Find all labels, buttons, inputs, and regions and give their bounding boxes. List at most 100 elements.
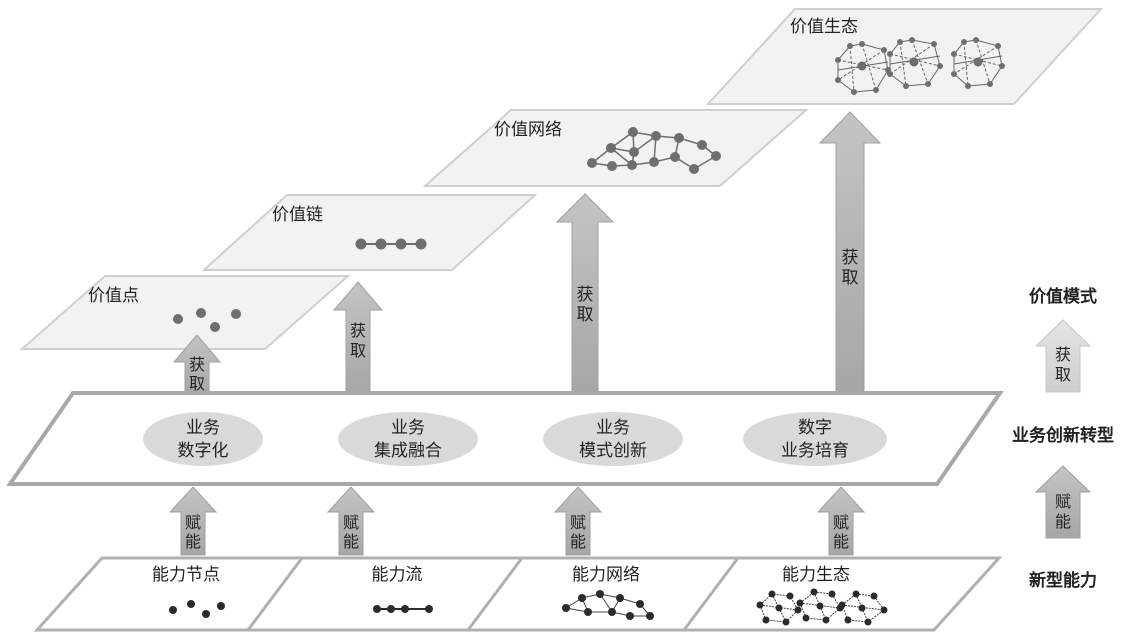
value-network-label: 价值网络 <box>494 120 562 140</box>
node <box>587 158 597 168</box>
node <box>674 133 684 143</box>
value-plane-point: 价值点 <box>19 275 351 350</box>
value-plane-network: 价值网络 <box>422 109 809 187</box>
value-chain-panel <box>201 194 538 271</box>
transformation-line2: 数字化 <box>178 441 229 461</box>
legend-empower-arrow: 赋 能 <box>1034 465 1092 539</box>
node <box>606 143 616 153</box>
acquire-label-top: 获 <box>842 248 859 268</box>
transformation-line2: 集成融合 <box>374 441 442 461</box>
node <box>375 238 387 250</box>
transformation-ellipse <box>743 412 887 466</box>
node <box>689 164 699 174</box>
capability-plane: 能力节点 能力流 能力网络 能力生态 <box>33 556 1003 632</box>
node <box>210 322 220 332</box>
acquire-label-top: 获 <box>189 355 205 374</box>
capability-label: 能力节点 <box>152 565 220 585</box>
capability-flow-dots <box>373 605 433 613</box>
legend-new-capability: 新型能力 <box>1029 570 1097 591</box>
acquire-arrow-1: 获 取 <box>172 334 222 396</box>
node <box>651 131 661 141</box>
transformation-line1: 数字 <box>798 418 832 438</box>
capability-label: 能力生态 <box>782 565 850 585</box>
value-point-panel <box>19 275 351 350</box>
capability-panel <box>33 556 1003 632</box>
capability-divider <box>246 557 304 631</box>
node <box>697 140 707 150</box>
legend-acquire-bottom: 取 <box>1055 365 1071 384</box>
value-ecosystem-panel <box>705 8 1104 105</box>
empower-label-bottom: 能 <box>185 532 201 551</box>
empower-label-top: 赋 <box>343 513 359 532</box>
legend-empower-bottom: 能 <box>1055 512 1071 531</box>
empower-arrow-2: 赋 能 <box>326 486 376 556</box>
acquire-label-bottom: 取 <box>842 268 859 288</box>
legend: 价值模式 获 取 业务创新转型 赋 能 新型能力 <box>1012 286 1114 591</box>
value-chain-nodes <box>355 238 427 250</box>
acquire-label-bottom: 取 <box>189 374 205 393</box>
empower-label-top: 赋 <box>570 513 586 532</box>
transformation-ellipse <box>543 412 683 466</box>
empower-label-top: 赋 <box>833 513 849 532</box>
empower-label-top: 赋 <box>185 513 201 532</box>
legend-value-mode: 价值模式 <box>1029 286 1097 307</box>
empower-arrow-1: 赋 能 <box>168 486 218 556</box>
transformation-plane: 业务 数字化 业务 集成融合 业务 模式创新 数字 业务培育 <box>6 391 1004 486</box>
node <box>649 157 659 167</box>
node <box>670 152 680 162</box>
acquire-label-top: 获 <box>577 285 594 305</box>
value-network-nodes <box>587 127 721 174</box>
empower-label-bottom: 能 <box>833 532 849 551</box>
value-chain-label: 价值链 <box>272 205 323 225</box>
legend-acquire-arrow: 获 取 <box>1034 319 1092 393</box>
node <box>196 308 206 318</box>
ecosystem-vertices <box>835 37 1005 95</box>
node <box>415 238 427 250</box>
transformation-line2: 业务培育 <box>781 441 849 461</box>
node <box>395 238 407 250</box>
acquire-arrow-2: 获 取 <box>332 281 384 396</box>
capability-label: 能力流 <box>372 565 423 585</box>
capability-ecosystem-dots <box>756 588 888 626</box>
transformation-item-1: 业务 数字化 <box>143 412 263 466</box>
transformation-item-4: 数字 业务培育 <box>743 412 887 466</box>
acquire-arrow-4: 获 取 <box>818 111 882 396</box>
acquire-label-top: 获 <box>350 321 366 340</box>
node <box>627 160 637 170</box>
transformation-ellipse <box>338 412 478 466</box>
capability-network-dots <box>562 590 654 620</box>
node <box>173 314 183 324</box>
transformation-item-2: 业务 集成融合 <box>338 412 478 466</box>
legend-empower-top: 赋 <box>1055 492 1071 511</box>
transformation-item-3: 业务 模式创新 <box>543 412 683 466</box>
capability-node-dots <box>169 600 225 618</box>
transformation-line1: 业务 <box>186 418 220 438</box>
empower-arrow-4: 赋 能 <box>816 486 866 556</box>
transformation-panel <box>6 391 1004 486</box>
transformation-line1: 业务 <box>596 418 630 438</box>
capability-label: 能力网络 <box>572 565 640 585</box>
value-ecosystem-label: 价值生态 <box>790 17 858 37</box>
acquire-label-bottom: 取 <box>350 341 366 360</box>
legend-acquire-top: 获 <box>1055 345 1071 364</box>
empower-arrow-3: 赋 能 <box>553 486 603 556</box>
value-plane-chain: 价值链 <box>201 194 538 271</box>
node <box>628 127 638 137</box>
legend-business-transformation: 业务创新转型 <box>1012 425 1114 446</box>
transformation-line1: 业务 <box>391 418 425 438</box>
node <box>711 151 721 161</box>
acquire-label-bottom: 取 <box>577 305 594 325</box>
transformation-ellipse <box>143 412 263 466</box>
node <box>231 309 241 319</box>
value-point-nodes <box>173 308 241 332</box>
empower-label-bottom: 能 <box>343 532 359 551</box>
value-point-label: 价值点 <box>88 286 139 306</box>
capability-divider <box>682 557 740 631</box>
empower-label-bottom: 能 <box>570 532 586 551</box>
transformation-line2: 模式创新 <box>579 441 647 461</box>
acquire-arrow-3: 获 取 <box>555 193 615 396</box>
node <box>629 147 639 157</box>
value-plane-ecosystem: 价值生态 <box>705 8 1104 105</box>
node <box>607 161 617 171</box>
